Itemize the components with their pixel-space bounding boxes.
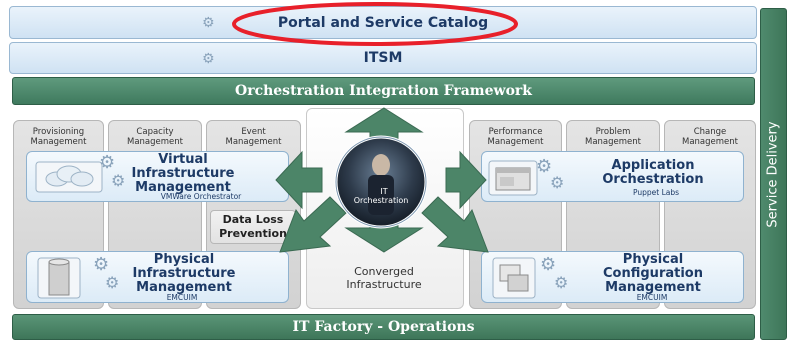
problem-label: Problem Management <box>585 127 641 147</box>
physical-configuration-sub: EMCUIM <box>636 293 668 302</box>
gear-icon: ⚙ <box>536 156 553 177</box>
gear-icon: ⚙ <box>93 254 110 275</box>
portal-label: Portal and Service Catalog <box>277 14 489 31</box>
provisioning-label: Provisioning Management <box>30 127 87 147</box>
virtual-infrastructure-sub: VMWare Orchestrator <box>160 192 242 201</box>
change-label: Change Management <box>682 127 738 147</box>
itsm-label: ITSM <box>363 50 403 66</box>
gear-icon: ⚙ <box>554 273 569 292</box>
performance-label: Performance Management <box>487 127 544 147</box>
server-icon <box>37 257 81 299</box>
portal-service-catalog-bar: ⚙ Portal and Service Catalog <box>9 6 757 39</box>
gear-icon: ⚙ <box>202 15 215 31</box>
physical-infrastructure-title: Physical Infrastructure Management <box>132 252 236 295</box>
data-loss-line2: Prevention <box>219 227 287 240</box>
application-orchestration-title: Application Orchestration <box>602 158 704 187</box>
it-factory-operations-bar: IT Factory - Operations <box>12 314 755 340</box>
itsm-bar: ⚙ ITSM <box>9 42 757 74</box>
orchestration-framework-label: Orchestration Integration Framework <box>235 83 532 99</box>
badge-line1: IT <box>380 187 387 196</box>
physical-infrastructure-box: ⚙ ⚙ Physical Infrastructure Management E… <box>26 251 289 303</box>
orchestration-framework-bar: Orchestration Integration Framework <box>12 77 755 105</box>
event-label: Event Management <box>225 127 282 147</box>
application-orchestration-box: ⚙ ⚙ Application Orchestration Puppet Lab… <box>481 151 744 202</box>
arrow-down-left <box>279 196 347 253</box>
arrow-left <box>275 150 323 210</box>
physical-infrastructure-sub: EMCUIM <box>166 293 198 302</box>
data-loss-prevention-box: Data Loss Prevention <box>210 210 296 244</box>
gear-icon: ⚙ <box>202 51 215 67</box>
application-orchestration-sub: Puppet Labs <box>632 188 680 197</box>
gear-icon: ⚙ <box>105 273 120 292</box>
physical-configuration-title: Physical Configuration Management <box>603 252 703 295</box>
gear-icon: ⚙ <box>540 254 557 275</box>
physical-configuration-box: ⚙ ⚙ Physical Configuration Management EM… <box>481 251 744 303</box>
window-icon <box>488 160 538 196</box>
virtual-infrastructure-box: ⚙ ⚙ Virtual Infrastructure Management VM… <box>26 151 289 202</box>
converged-infrastructure-label: Converged Infrastructure <box>316 265 452 291</box>
arrow-right <box>445 150 487 210</box>
gear-icon: ⚙ <box>550 173 565 192</box>
badge-line2: Orchestration <box>354 196 409 205</box>
cloud-icon <box>35 161 103 193</box>
config-icon <box>492 257 536 299</box>
it-factory-operations-label: IT Factory - Operations <box>292 319 475 335</box>
virtual-infrastructure-title: Virtual Infrastructure Management <box>131 152 235 195</box>
highlight-ellipse <box>232 2 518 46</box>
capacity-label: Capacity Management <box>127 127 183 147</box>
gear-icon: ⚙ <box>111 171 126 190</box>
converged-line2: Infrastructure <box>346 278 422 291</box>
arrow-down-right <box>421 196 489 253</box>
converged-line1: Converged <box>354 265 414 278</box>
service-delivery-bar: Service Delivery <box>760 8 787 340</box>
gear-icon: ⚙ <box>99 152 116 173</box>
data-loss-line1: Data Loss <box>222 213 284 226</box>
